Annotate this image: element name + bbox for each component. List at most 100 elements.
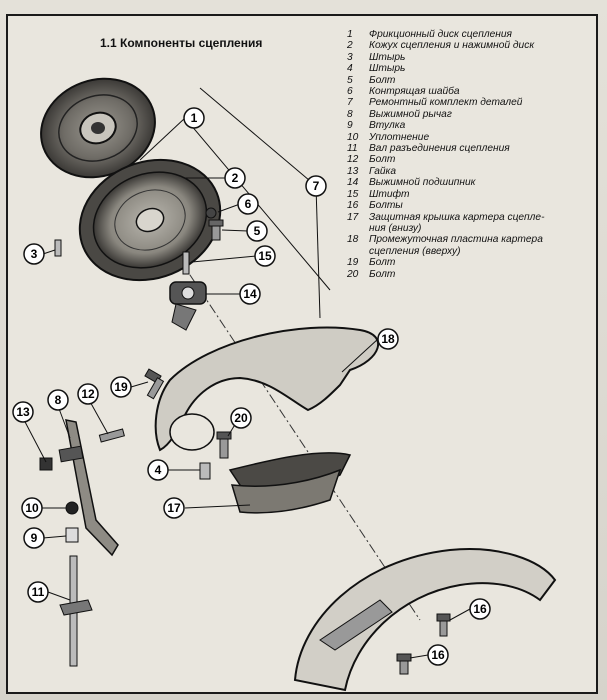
pin-4	[199, 462, 211, 480]
callout-9: 9	[23, 527, 45, 549]
legend-item-text: Уплотнение	[369, 131, 430, 143]
svg-text:16: 16	[431, 648, 445, 662]
legend-item-number: 18	[347, 234, 359, 246]
seal-10	[65, 501, 79, 515]
legend-item: 8 Выжимной рычаг	[347, 109, 597, 120]
legend-item-text: Болт	[369, 74, 396, 86]
legend-item-number: 13	[347, 165, 359, 177]
svg-text:18: 18	[381, 332, 395, 346]
callout-16-upper: 16	[469, 598, 491, 620]
callout-15: 15	[254, 245, 276, 267]
callout-4: 4	[147, 459, 169, 481]
legend-item-text: Болт	[369, 268, 396, 280]
legend-item-text: Втулка	[369, 120, 406, 132]
legend-item: 2 Кожух сцепления и нажимной диск	[347, 40, 597, 51]
svg-text:8: 8	[55, 393, 62, 407]
pin-3	[54, 239, 62, 257]
legend-item-text: Выжимной подшипник	[369, 177, 476, 189]
bolt-19	[144, 368, 165, 400]
legend-item-number: 3	[347, 51, 353, 63]
svg-text:12: 12	[81, 387, 95, 401]
nut-13	[39, 457, 53, 471]
svg-text:1: 1	[191, 111, 198, 125]
callout-11: 11	[27, 581, 49, 603]
legend-item-text: Защитная крышка картера сцепле-	[369, 211, 545, 223]
legend-item: 11 Вал разъединения сцепления	[347, 143, 597, 154]
legend-item-number: 14	[347, 177, 359, 189]
legend-item: 14 Выжимной подшипник	[347, 177, 597, 188]
bolt-12	[98, 428, 125, 443]
legend-item-number: 12	[347, 154, 359, 166]
svg-text:11: 11	[32, 585, 45, 599]
svg-text:10: 10	[25, 501, 39, 515]
legend-item-number: 11	[347, 143, 358, 155]
legend-item: сцепления (вверху)	[347, 246, 597, 257]
legend-item: ния (внизу)	[347, 223, 597, 234]
legend-item-text: Выжимной рычаг	[369, 108, 452, 120]
callout-5: 5	[246, 220, 268, 242]
svg-text:7: 7	[313, 179, 320, 193]
legend-item-number: 7	[347, 97, 353, 109]
svg-text:17: 17	[167, 501, 181, 515]
legend-item: 4 Штырь	[347, 63, 597, 74]
callout-14: 14	[239, 283, 261, 305]
legend-item: 17 Защитная крышка картера сцепле-	[347, 212, 597, 223]
svg-text:6: 6	[245, 197, 252, 211]
svg-text:9: 9	[31, 531, 38, 545]
legend-item-number: 2	[347, 40, 353, 52]
callout-7: 7	[305, 175, 327, 197]
pressure-plate-cover	[78, 158, 222, 282]
svg-text:14: 14	[243, 287, 257, 301]
clutch-housing	[293, 548, 557, 692]
callouts: 1 2 3 4 5 6 7 8 9 10 11 12 13 14 15 16 1…	[12, 107, 491, 666]
svg-text:19: 19	[114, 380, 128, 394]
legend-item-text: Болт	[369, 257, 396, 269]
legend-item-number: 1	[347, 29, 353, 40]
leader-lines	[22, 87, 471, 659]
legend-item: 18 Промежуточная пластина картера	[347, 234, 597, 245]
intermediate-plate	[154, 326, 380, 452]
callout-10: 10	[21, 497, 43, 519]
callout-13: 13	[12, 401, 34, 423]
svg-text:15: 15	[258, 249, 272, 263]
legend-item-text: Кожух сцепления и нажимной диск	[369, 40, 535, 52]
legend-item-text: Болты	[369, 200, 403, 212]
legend-item-number: 8	[347, 108, 353, 120]
callout-6: 6	[237, 193, 259, 215]
callout-1: 1	[183, 107, 205, 129]
legend-item-number: 16	[347, 200, 359, 212]
legend-item-text: Гайка	[369, 165, 397, 177]
release-lever	[58, 419, 119, 557]
legend-item: 13 Гайка	[347, 166, 597, 177]
legend-item-text: Штырь	[369, 63, 406, 75]
legend-item-text: Вал разъединения сцепления	[369, 143, 510, 155]
callout-20: 20	[230, 407, 252, 429]
legend-item-number: 4	[347, 63, 353, 75]
legend-item-text: Штырь	[369, 51, 406, 63]
legend-item-text: Промежуточная пластина картера	[369, 234, 543, 246]
callout-3: 3	[23, 243, 45, 265]
callout-12: 12	[77, 383, 99, 405]
legend-item-text: Ремонтный комплект деталей	[369, 97, 523, 109]
legend-item-text: Штифт	[369, 188, 410, 200]
lock-washer-6	[205, 207, 217, 219]
bolt-5	[208, 219, 224, 241]
svg-text:13: 13	[16, 405, 30, 419]
release-shaft	[59, 555, 93, 667]
svg-text:3: 3	[31, 247, 38, 261]
legend-item-number: 17	[347, 211, 359, 223]
svg-text:20: 20	[234, 411, 248, 425]
legend-item: 7 Ремонтный комплект деталей	[347, 97, 597, 108]
callout-8: 8	[47, 389, 69, 411]
legend-item-text: Контрящая шайба	[369, 86, 460, 98]
callout-18: 18	[377, 328, 399, 350]
release-bearing	[169, 281, 207, 331]
bolt-16-lower	[396, 653, 412, 675]
